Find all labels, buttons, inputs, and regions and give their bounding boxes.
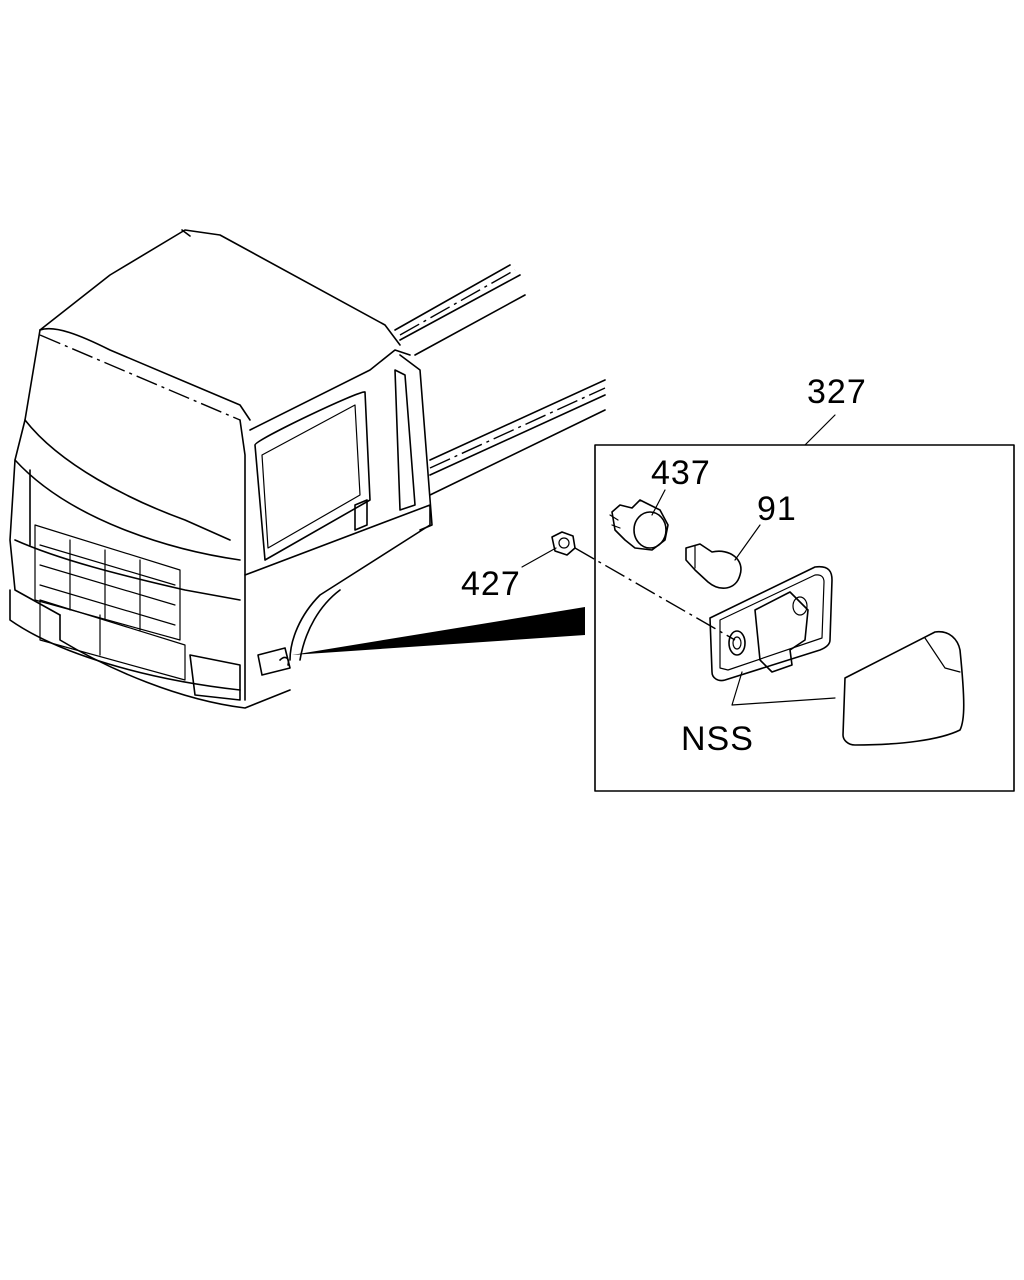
detail-frame — [594, 444, 1015, 792]
bulb-part — [685, 543, 742, 589]
truck-cab-drawing — [9, 229, 606, 709]
bulb-socket-part — [609, 499, 669, 551]
leader-327 — [804, 414, 836, 446]
label-327: 327 — [807, 373, 867, 411]
detail-pointer-wedge — [292, 607, 585, 655]
centerline-nut-to-housing — [574, 547, 736, 641]
lamp-lens-part — [842, 630, 965, 746]
leader-427 — [521, 547, 557, 568]
label-427: 427 — [461, 565, 521, 603]
leader-nss — [731, 671, 836, 706]
nut-part — [551, 531, 576, 556]
leader-437 — [651, 489, 666, 516]
leader-91 — [734, 524, 761, 561]
label-437: 437 — [651, 454, 711, 492]
label-91: 91 — [757, 490, 797, 528]
lens-edge-detail — [924, 637, 961, 673]
label-nss: NSS — [681, 720, 754, 758]
lamp-housing-part — [709, 565, 833, 682]
